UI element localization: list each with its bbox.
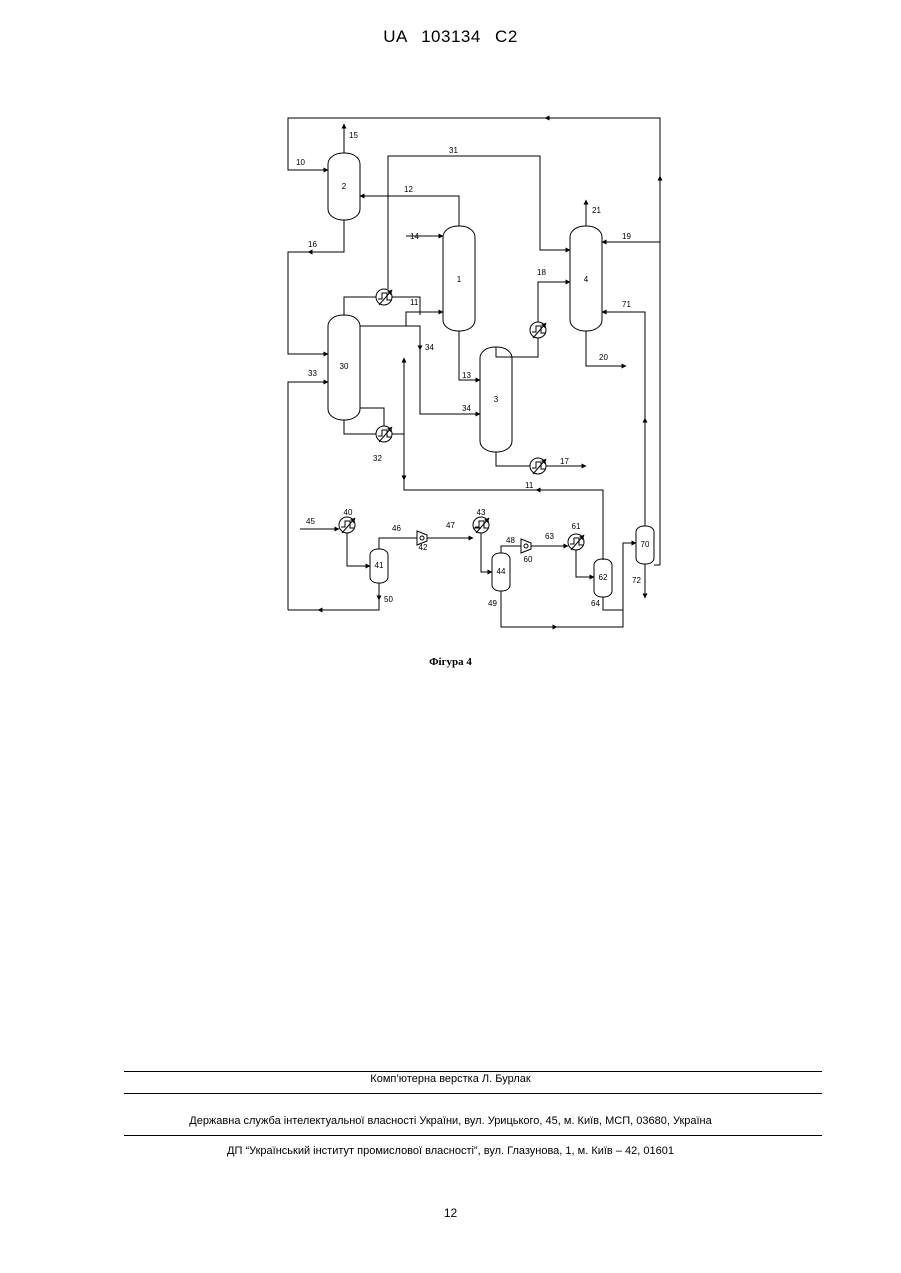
label-stream-19: 19: [622, 232, 631, 241]
footer-rule-top: [124, 1071, 822, 1072]
label-stream-46: 46: [392, 524, 401, 533]
label-eq-41: 41: [375, 561, 384, 570]
label-stream-34-top: 34: [425, 343, 434, 352]
label-stream-33: 33: [308, 369, 317, 378]
label-stream-11-top: 11: [410, 298, 419, 307]
hx-3-top: [530, 322, 546, 338]
label-eq-2: 2: [342, 182, 347, 191]
page-number: 12: [0, 1206, 901, 1220]
label-eq-1: 1: [457, 275, 462, 284]
footer-typesetting: Комп’ютерна верстка Л. Бурлак: [0, 1073, 901, 1085]
label-stream-49: 49: [488, 599, 497, 608]
label-eq-30: 30: [340, 362, 349, 371]
hx-30-bottom: [376, 426, 392, 442]
hx-3-bottom: [530, 458, 546, 474]
label-eq-60: 60: [524, 555, 533, 564]
footer-rule-bottom: [124, 1135, 822, 1136]
label-stream-14: 14: [410, 232, 419, 241]
label-stream-16: 16: [308, 240, 317, 249]
label-stream-50: 50: [384, 595, 393, 604]
label-eq-44: 44: [497, 567, 506, 576]
footer-rule-middle: [124, 1093, 822, 1094]
label-stream-64: 64: [591, 599, 600, 608]
label-stream-45: 45: [306, 517, 315, 526]
hx-40: [339, 517, 355, 533]
label-stream-32: 32: [373, 454, 382, 463]
hx-43: [473, 517, 489, 533]
label-stream-34: 34: [462, 404, 471, 413]
label-stream-21: 21: [592, 206, 601, 215]
label-stream-48: 48: [506, 536, 515, 545]
label-stream-15: 15: [349, 131, 358, 140]
label-eq-43: 43: [477, 508, 486, 517]
footer-agency: Державна служба інтелектуальної власност…: [0, 1115, 901, 1127]
label-stream-31: 31: [449, 146, 458, 155]
label-eq-62: 62: [599, 573, 608, 582]
label-stream-10: 10: [296, 158, 305, 167]
figure-caption: Фігура 4: [0, 656, 901, 668]
label-stream-20: 20: [599, 353, 608, 362]
label-eq-70: 70: [641, 540, 650, 549]
stream-lines: [288, 118, 660, 627]
label-stream-72: 72: [632, 576, 641, 585]
label-eq-3: 3: [494, 395, 499, 404]
label-stream-17: 17: [560, 457, 569, 466]
label-stream-71: 71: [622, 300, 631, 309]
label-eq-40: 40: [344, 508, 353, 517]
label-stream-47: 47: [446, 521, 455, 530]
label-stream-63: 63: [545, 532, 554, 541]
label-eq-42: 42: [419, 543, 428, 552]
label-stream-12: 12: [404, 185, 413, 194]
label-eq-4: 4: [584, 275, 589, 284]
label-stream-11-bottom: 11: [525, 481, 534, 490]
label-stream-18: 18: [537, 268, 546, 277]
heat-exchangers: [339, 289, 584, 550]
compressor-60: [521, 539, 531, 553]
footer-institute: ДП “Український інститут промислової вла…: [0, 1145, 901, 1157]
label-stream-13: 13: [462, 371, 471, 380]
hx-30-top: [376, 289, 392, 305]
label-eq-61: 61: [572, 522, 581, 531]
hx-61: [568, 534, 584, 550]
process-flow-diagram: 2 1 4 3 30 40 41 42 43 44 60 61 62 70 10…: [0, 0, 901, 700]
vessels: [328, 153, 654, 597]
